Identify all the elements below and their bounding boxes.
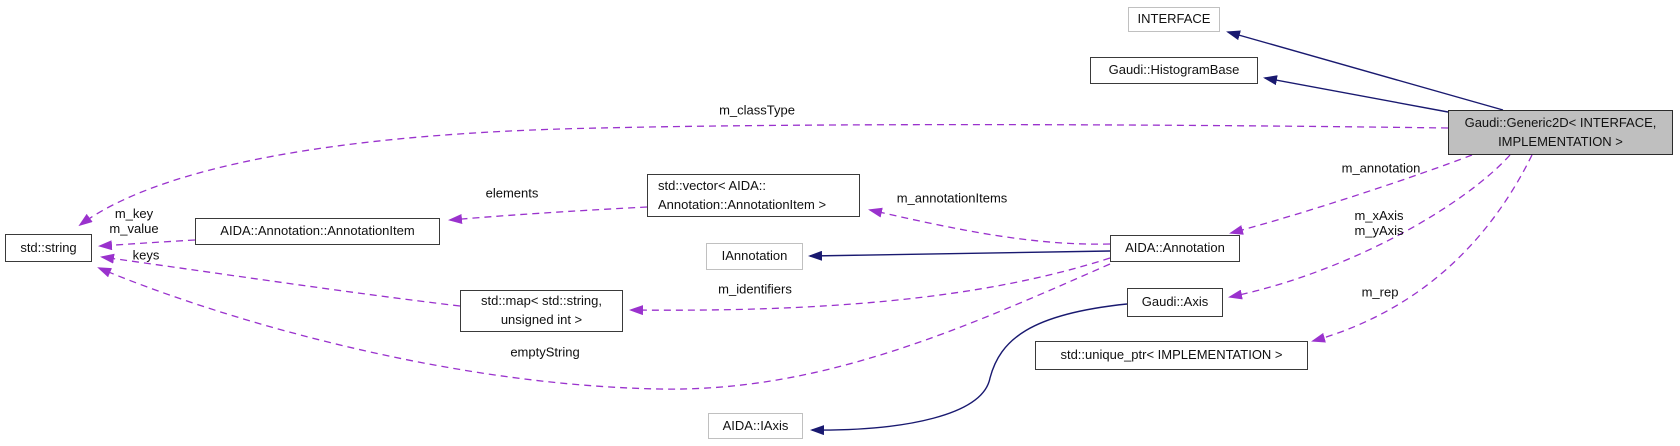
edge-emptystring: [97, 263, 1111, 390]
edge-m-annotationitems: [868, 207, 1111, 245]
node-gaudi-generic2d[interactable]: Gaudi::Generic2D< INTERFACE, IMPLEMENTAT…: [1448, 110, 1673, 155]
edge-m-annotation: [1229, 154, 1473, 235]
edge-elements: [448, 206, 648, 224]
node-gaudi-axis[interactable]: Gaudi::Axis: [1127, 288, 1223, 317]
edge-axis-inherits-iaxis: [810, 303, 1128, 436]
node-std-map: std::map< std::string, unsigned int >: [460, 290, 623, 332]
node-gaudi-histogrambase[interactable]: Gaudi::HistogramBase: [1090, 57, 1258, 84]
edge-keys: [100, 253, 461, 307]
edge-m-rep: [1311, 154, 1533, 343]
edge-m-xaxis-yaxis: [1228, 154, 1511, 300]
edge-m-identifiers: [629, 257, 1111, 316]
edge-m-key-value: [98, 239, 196, 251]
node-aida-iaxis: AIDA::IAxis: [708, 413, 803, 439]
edge-inherits-interface: [1226, 30, 1504, 111]
node-aida-annotation[interactable]: AIDA::Annotation: [1110, 235, 1240, 262]
node-std-unique-ptr: std::unique_ptr< IMPLEMENTATION >: [1035, 341, 1308, 370]
node-interface: INTERFACE: [1128, 7, 1220, 32]
edge-annotation-inherits-iannotation: [808, 250, 1111, 261]
node-aida-annotation-annotationitem[interactable]: AIDA::Annotation::AnnotationItem: [195, 218, 440, 245]
node-std-vector-annotationitem: std::vector< AIDA:: Annotation::Annotati…: [647, 174, 860, 217]
node-std-string: std::string: [5, 234, 92, 262]
edge-inherits-histogrambase: [1263, 75, 1449, 113]
node-iannotation: IAnnotation: [706, 243, 803, 270]
